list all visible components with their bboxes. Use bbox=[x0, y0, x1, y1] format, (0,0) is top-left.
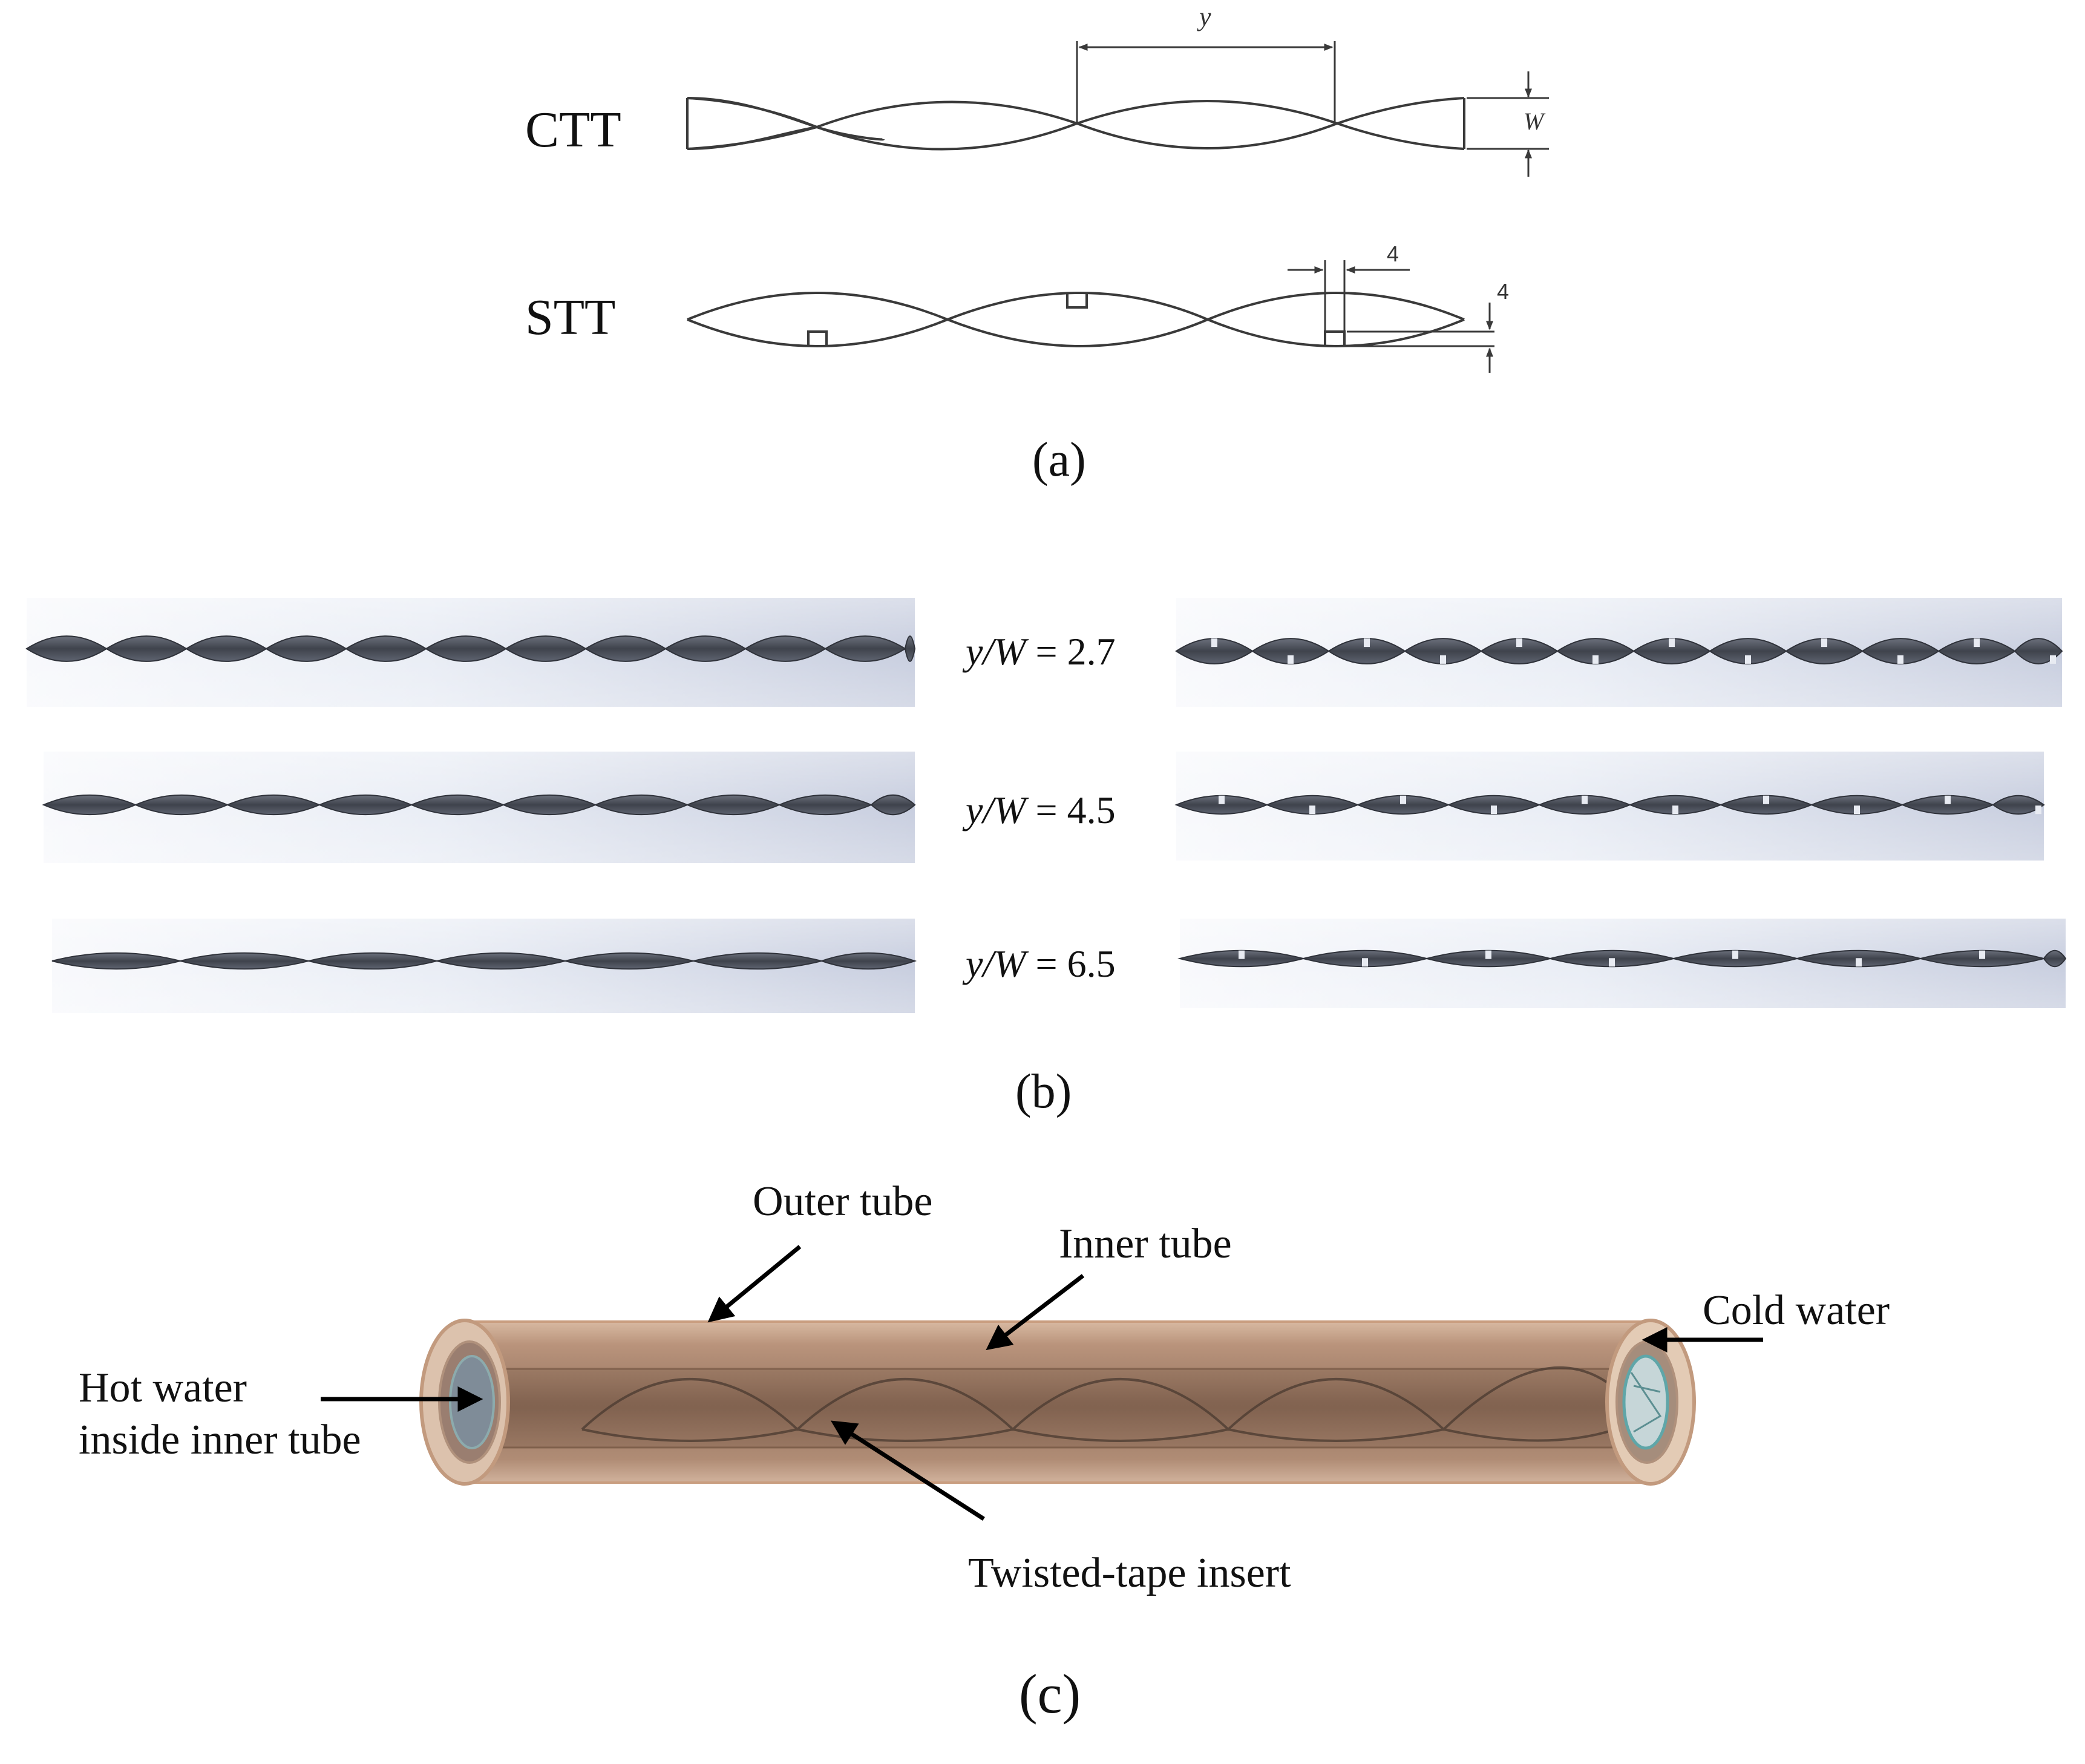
stt-slot-1 bbox=[807, 330, 828, 346]
inner-tube-label: Inner tube bbox=[1059, 1221, 1232, 1267]
tape-slot bbox=[1219, 795, 1225, 804]
caption-b: (b) bbox=[1015, 1065, 1072, 1118]
ratio-symbol-1: y/W bbox=[962, 630, 1029, 673]
tape-lobes bbox=[42, 794, 916, 816]
tape-ctt-6-5 bbox=[51, 952, 917, 970]
tape-lobes bbox=[1174, 795, 2045, 815]
caption-c: (c) bbox=[1019, 1663, 1081, 1725]
width-symbol: W bbox=[1524, 108, 1546, 135]
tape-ctt-4-5 bbox=[42, 794, 916, 816]
tape-slot bbox=[1854, 805, 1860, 815]
tape-slot bbox=[1592, 655, 1599, 664]
tape-slot bbox=[1763, 795, 1769, 804]
left-end bbox=[419, 1319, 510, 1486]
tape-slot bbox=[1440, 655, 1446, 664]
tape-lobes bbox=[1175, 638, 2063, 664]
pitch-dimension bbox=[1076, 41, 1336, 123]
tape-slot bbox=[1239, 950, 1245, 959]
tape-stt-6-5 bbox=[1177, 949, 2067, 968]
render-stt-6-5 bbox=[1177, 919, 2067, 1008]
hot-water-label: Hot water inside inner tube bbox=[79, 1365, 361, 1463]
stt-slot-3 bbox=[1324, 330, 1346, 346]
tape-slot bbox=[1288, 655, 1294, 664]
stt-edge-lower bbox=[687, 318, 1465, 347]
tape-slot bbox=[1364, 638, 1370, 648]
insert-arrow bbox=[830, 1420, 985, 1521]
tape-slot bbox=[1400, 795, 1406, 804]
insert-label: Twisted-tape insert bbox=[968, 1550, 1291, 1596]
pitch-symbol: y bbox=[1197, 2, 1211, 31]
render-ctt-2-7 bbox=[25, 598, 916, 707]
tape-slot bbox=[1974, 638, 1980, 648]
panel-a: CTT y W STT bbox=[525, 2, 1549, 487]
tape-slot bbox=[1491, 805, 1497, 815]
tape-slot bbox=[1821, 638, 1827, 648]
render-ctt-6-5 bbox=[51, 919, 917, 1013]
tape-stt-4-5 bbox=[1174, 795, 2045, 815]
render-ctt-4-5 bbox=[42, 752, 916, 863]
stt-edge-upper bbox=[687, 292, 1465, 321]
tape-slot bbox=[1582, 795, 1588, 804]
slot-dimensions bbox=[1288, 260, 1494, 373]
stt-tape-drawing bbox=[687, 292, 1465, 347]
inner-tube-arrow bbox=[986, 1274, 1085, 1351]
render-stt-4-5 bbox=[1174, 752, 2045, 861]
heat-exchanger-3d bbox=[419, 1319, 1696, 1486]
tape-slot bbox=[1362, 958, 1368, 967]
ctt-edge-lower bbox=[687, 122, 1465, 151]
ratio-value-1: = 2.7 bbox=[1026, 630, 1116, 673]
tape-slot bbox=[1979, 950, 1985, 959]
stt-slot-2 bbox=[1066, 293, 1088, 309]
hot-water-line1: Hot water bbox=[79, 1365, 247, 1411]
tape-slot bbox=[1211, 638, 1217, 648]
ctt-label: CTT bbox=[525, 102, 621, 158]
ratio-label-1: y/W = 2.7 bbox=[962, 630, 1116, 673]
tape-slot bbox=[1945, 795, 1951, 804]
tape-slot bbox=[1732, 950, 1738, 959]
tape-slot bbox=[1745, 655, 1751, 664]
caption-a: (a) bbox=[1032, 433, 1086, 487]
outer-tube-label: Outer tube bbox=[753, 1178, 932, 1225]
tape-slot bbox=[1485, 950, 1491, 959]
outer-tube-arrow bbox=[707, 1245, 802, 1323]
tape-slot bbox=[1516, 638, 1522, 648]
ratio-value-3: = 6.5 bbox=[1026, 942, 1116, 985]
tape-lobes bbox=[51, 952, 917, 970]
ctt-tape-drawing bbox=[686, 97, 1465, 151]
cold-water-label: Cold water bbox=[1703, 1287, 1890, 1334]
slot-depth-dim: 4 bbox=[1497, 279, 1509, 304]
tape-slot bbox=[2035, 805, 2041, 815]
ratio-symbol-3: y/W bbox=[962, 942, 1029, 985]
ratio-label-2: y/W = 4.5 bbox=[962, 789, 1116, 831]
tape-stt-2-7 bbox=[1175, 638, 2063, 664]
tape-slot bbox=[1672, 805, 1678, 815]
panel-b: y/W = 2.7 y/W = 4.5 y/W = 6.5 bbox=[25, 598, 2067, 1118]
ratio-value-2: = 4.5 bbox=[1026, 789, 1116, 831]
right-end bbox=[1605, 1319, 1696, 1486]
slot-width-dim: 4 bbox=[1387, 241, 1399, 266]
tape-slot bbox=[1856, 958, 1862, 967]
width-dimension bbox=[1467, 71, 1549, 177]
ratio-symbol-2: y/W bbox=[962, 789, 1029, 831]
hot-water-line2: inside inner tube bbox=[79, 1417, 361, 1463]
stt-label: STT bbox=[525, 289, 615, 346]
panel-c: Outer tube Inner tube Cold water Hot wat… bbox=[79, 1178, 1890, 1725]
ratio-label-3: y/W = 6.5 bbox=[962, 942, 1116, 985]
ctt-edge-upper bbox=[687, 97, 1465, 141]
ctt-edge-cross bbox=[687, 97, 817, 150]
tape-lobes bbox=[1177, 949, 2067, 968]
tape-slot bbox=[1669, 638, 1675, 648]
tape-ctt-2-7 bbox=[25, 635, 916, 662]
tape-slot bbox=[1609, 958, 1615, 967]
tape-slot bbox=[2050, 655, 2056, 664]
tape-lobes bbox=[25, 635, 916, 662]
tape-slot bbox=[1897, 655, 1903, 664]
render-stt-2-7 bbox=[1175, 598, 2063, 707]
tape-slot bbox=[1309, 805, 1315, 815]
twisted-tape-inside bbox=[581, 1366, 1620, 1442]
